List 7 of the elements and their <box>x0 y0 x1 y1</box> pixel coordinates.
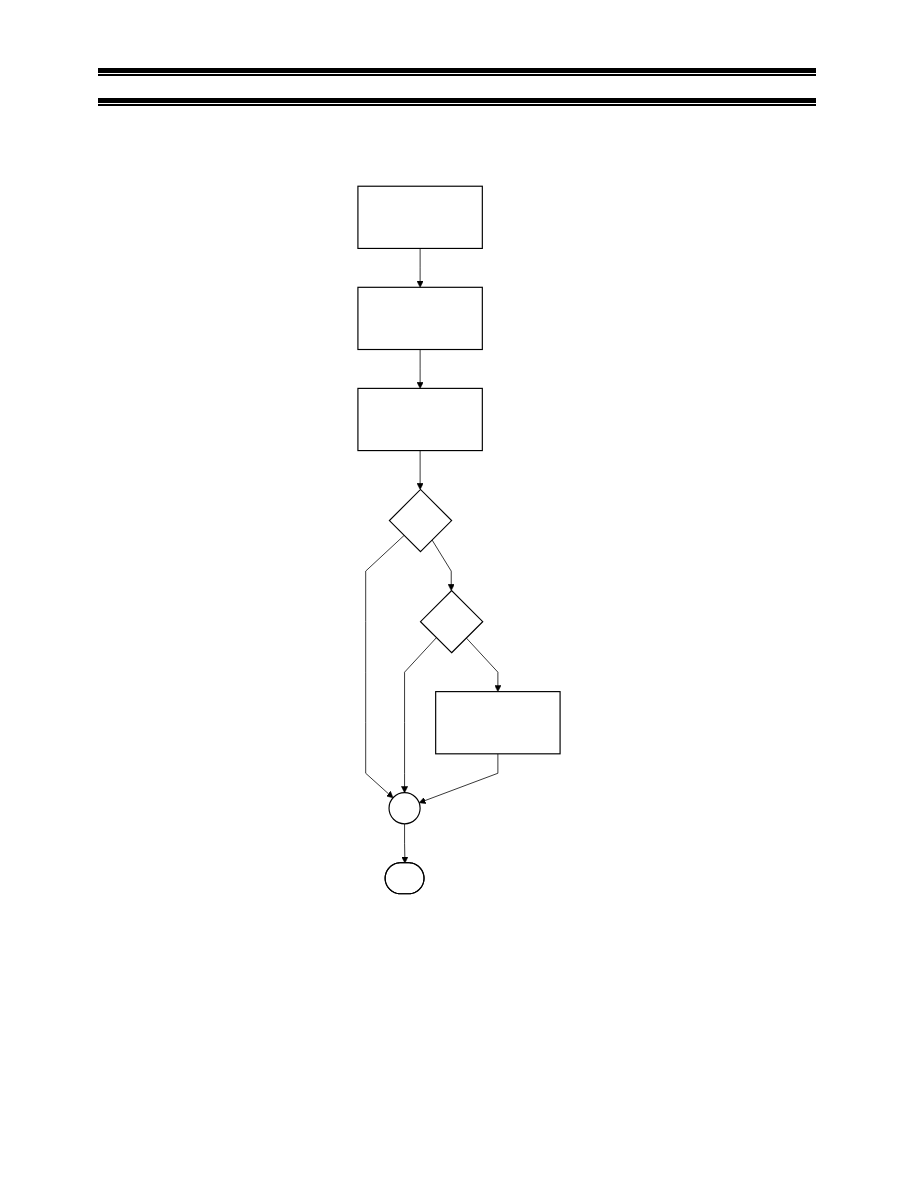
node-box <box>357 185 483 249</box>
node-box <box>357 387 483 452</box>
node-box <box>357 286 483 351</box>
node-diamond <box>388 488 453 553</box>
node-circle <box>388 792 421 825</box>
node-diamond <box>419 589 484 654</box>
node-box <box>435 691 561 755</box>
